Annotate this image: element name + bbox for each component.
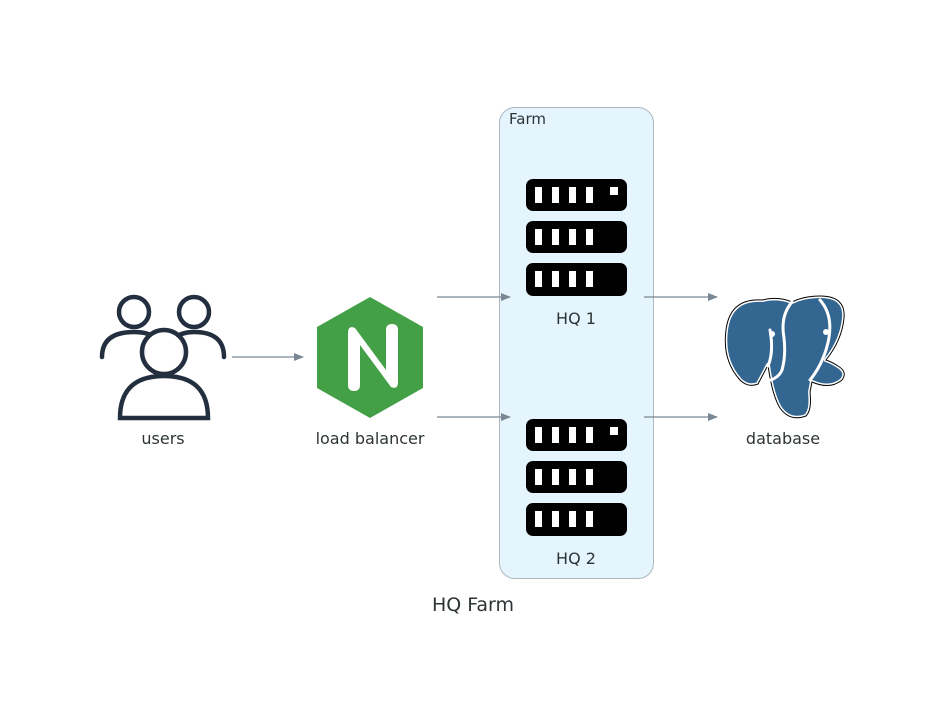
server-rack-icon-hq1 <box>526 179 627 296</box>
server-rack-icon-hq2 <box>526 419 627 536</box>
node-label-hq2: HQ 2 <box>556 549 596 568</box>
cluster-label: Farm <box>509 110 546 128</box>
node-label-load-balancer: load balancer <box>315 429 425 448</box>
diagram-title: HQ Farm <box>431 594 515 616</box>
node-label-users: users <box>141 429 185 448</box>
node-label-database: database <box>745 429 821 448</box>
users-icon <box>99 294 227 421</box>
nginx-icon <box>317 297 423 418</box>
node-label-hq1: HQ 1 <box>556 309 596 328</box>
postgresql-icon <box>723 294 847 420</box>
